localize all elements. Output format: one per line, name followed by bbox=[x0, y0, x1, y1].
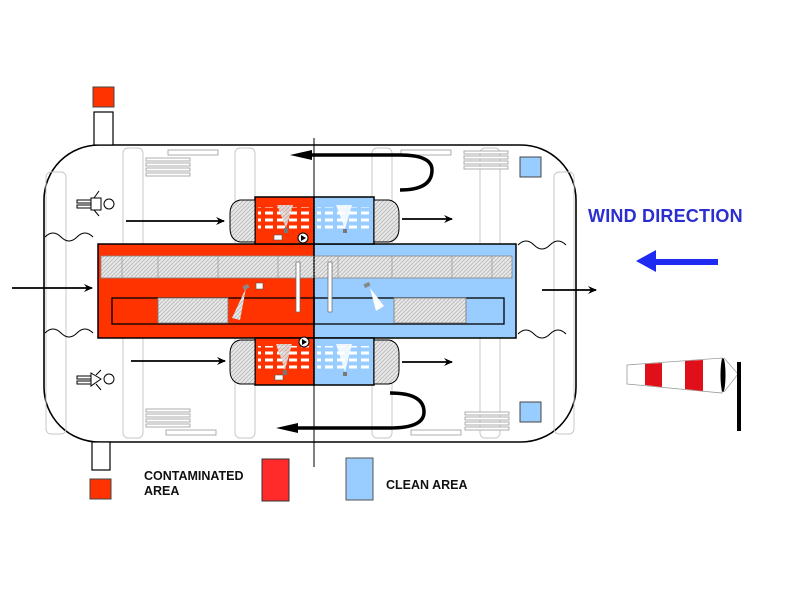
upper-return-arrow bbox=[308, 153, 434, 192]
corridor-nozzle-contaminated-icon bbox=[242, 283, 250, 291]
windsock-icon bbox=[626, 357, 741, 431]
legend-contaminated-swatch bbox=[261, 458, 290, 502]
exhaust-duct-bottom bbox=[91, 441, 111, 471]
curtain-lines bbox=[44, 232, 567, 339]
contaminated-bin-top bbox=[92, 86, 115, 108]
corridor-nozzle-clean-icon bbox=[363, 281, 371, 289]
legend-contaminated-line2: AREA bbox=[144, 484, 180, 498]
legend-contaminated-label: CONTAMINATED AREA bbox=[144, 469, 264, 499]
flow-arrows bbox=[12, 215, 597, 366]
wind-arrow-icon bbox=[636, 250, 718, 272]
upper-drain-icon bbox=[273, 234, 283, 241]
clean-supply-box-bottom bbox=[519, 401, 542, 423]
shelves-top-left bbox=[145, 149, 219, 177]
corridor-spray-clean-icon bbox=[370, 288, 384, 311]
legend-clean-swatch bbox=[345, 457, 374, 501]
windsock-pole bbox=[737, 362, 741, 431]
exhaust-duct-top bbox=[93, 111, 114, 146]
lower-shower-spray-clean-icon bbox=[336, 344, 352, 372]
roller-dividers bbox=[121, 256, 493, 278]
stretcher-contaminated bbox=[157, 297, 229, 324]
contaminated-bin-bottom bbox=[89, 478, 112, 500]
stretcher-clean bbox=[393, 297, 467, 324]
upper-shower-spray-icon bbox=[277, 205, 293, 228]
person-icon bbox=[76, 190, 115, 217]
wind-direction-label: WIND DIRECTION bbox=[588, 206, 743, 226]
shelves-bottom-right bbox=[410, 411, 510, 436]
door-flaps bbox=[229, 199, 400, 385]
roller-conveyor bbox=[100, 255, 513, 279]
divider-post-right bbox=[327, 261, 333, 313]
legend-clean-label: CLEAN AREA bbox=[386, 478, 468, 492]
person-icon-lower bbox=[76, 369, 115, 391]
lower-shower-head-clean-icon bbox=[343, 372, 347, 376]
upper-shower-head-icon bbox=[284, 228, 288, 233]
upper-shower-spray-clean-icon bbox=[336, 205, 352, 229]
shelves-bottom-left bbox=[145, 408, 217, 436]
lower-return-arrow bbox=[295, 391, 426, 430]
clean-supply-box-top bbox=[519, 156, 542, 178]
corridor-spray-contaminated-icon bbox=[232, 288, 246, 320]
upper-shower-head-clean-icon bbox=[343, 229, 347, 233]
divider-post-left bbox=[295, 261, 301, 313]
legend-contaminated-line1: CONTAMINATED bbox=[144, 469, 244, 483]
corridor-control-box-icon bbox=[255, 282, 264, 290]
shelves-top-right bbox=[400, 149, 509, 170]
lower-shower-spray-icon bbox=[276, 344, 292, 370]
lower-shower-head-icon bbox=[283, 370, 287, 375]
lower-drain-icon bbox=[274, 374, 284, 381]
